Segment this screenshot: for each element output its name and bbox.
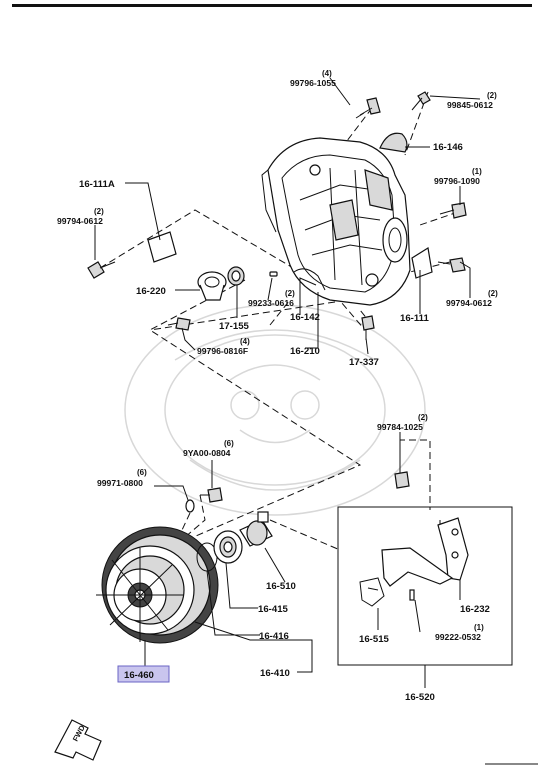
part-number: 16-415 (258, 604, 289, 615)
part-number: 16-146 (433, 142, 463, 153)
part-number: 16-210 (290, 346, 320, 357)
bolt-99845-0612 (411, 91, 431, 111)
qty-label: (2) (94, 207, 104, 216)
plate-16-111A (147, 231, 177, 263)
seal-17-155 (227, 266, 245, 286)
part-number: 16-416 (259, 631, 289, 642)
callout-99796-0816F: (4) 99796-0816F (197, 337, 250, 356)
watermark-crest (124, 304, 426, 516)
pin-99233-0616 (269, 271, 278, 277)
spring-16-515 (359, 577, 385, 607)
callout-99845-0612: (2) 99845-0612 (447, 91, 497, 110)
part-number: 99971-0800 (97, 478, 143, 488)
part-number: 99796-0816F (197, 346, 248, 356)
part-number: 16-142 (290, 312, 320, 323)
pin-99222-0532 (409, 589, 415, 601)
part-number: 99796-1055 (290, 78, 336, 88)
qty-label: (4) (322, 69, 332, 78)
clutch-housing (261, 137, 411, 306)
callout-16-415: 16-415 (258, 604, 289, 615)
part-number: 16-460 (124, 670, 154, 681)
cylinder-16-510 (239, 511, 273, 547)
spring-16-142 (293, 268, 326, 291)
bolt-99796-0816F (167, 317, 191, 331)
qty-label: (1) (474, 623, 484, 632)
bolt-17-337 (361, 315, 375, 340)
cover-16-146 (379, 132, 408, 153)
callout-16-520: 16-520 (405, 692, 435, 703)
release-fork (381, 547, 454, 587)
forward-arrow-icon: FWD (54, 719, 102, 761)
part-number: 99233-0616 (248, 298, 294, 308)
sleeve-16-220 (197, 271, 227, 301)
callout-16-220: 16-220 (136, 286, 166, 297)
callout-16-210: 16-210 (290, 346, 320, 357)
part-number: 17-155 (219, 321, 250, 332)
callout-16-111: 16-111 (400, 313, 429, 324)
part-number: 16-220 (136, 286, 166, 297)
qty-label: (2) (285, 289, 295, 298)
bearing-16-415 (213, 530, 243, 564)
qty-label: (6) (224, 439, 234, 448)
callout-16-146: 16-146 (433, 142, 463, 153)
leader-lines (94, 77, 481, 688)
qty-label: (1) (472, 167, 482, 176)
qty-label: (2) (418, 413, 428, 422)
bolt-99796-1090 (439, 202, 467, 219)
callout-99794-0612-left: (2) 99794-0612 (57, 207, 104, 226)
part-number: 16-111 (400, 313, 429, 324)
callout-17-337: 17-337 (349, 357, 379, 368)
callout-17-155: 17-155 (219, 321, 250, 332)
clutch-disc-16-460 (96, 526, 219, 644)
callout-99796-1090: (1) 99796-1090 (434, 167, 482, 186)
part-number: 99784-1025 (377, 422, 423, 432)
callout-99222-0532: (1) 99222-0532 (435, 623, 484, 642)
qty-label: (2) (487, 91, 497, 100)
part-number: 16-520 (405, 692, 435, 703)
callout-99971-0800: (6) 99971-0800 (97, 468, 147, 488)
callout-16-460: 16-460 (117, 665, 170, 683)
callout-16-416: 16-416 (259, 631, 289, 642)
washer-99971-0800 (185, 499, 195, 513)
callout-16-515: 16-515 (359, 634, 390, 645)
part-number: 99796-1090 (434, 176, 480, 186)
highlight-box (117, 665, 170, 683)
top-rule (12, 4, 532, 7)
qty-label: (4) (240, 337, 250, 346)
bolt-99784-1025 (394, 471, 410, 489)
part-number: 16-111A (79, 179, 115, 190)
qty-label: (2) (488, 289, 498, 298)
callout-99784-1025: (2) 99784-1025 (377, 413, 428, 432)
part-number: 9YA00-0804 (183, 448, 231, 458)
bolt-9YA00-0804 (200, 487, 223, 503)
part-number: 16-510 (266, 581, 296, 592)
callout-99233-0616: (2) 99233-0616 (248, 289, 295, 308)
part-number: 16-232 (460, 604, 490, 615)
bolt-left-99794-0612 (87, 261, 116, 279)
callout-16-232: 16-232 (460, 604, 490, 615)
plate-16-111 (411, 247, 433, 279)
callout-99794-0612-right: (2) 99794-0612 (446, 289, 498, 308)
callout-16-111A: 16-111A (79, 179, 115, 190)
part-number: 16-515 (359, 634, 390, 645)
part-number: 16-410 (260, 668, 290, 679)
qty-label: (6) (137, 468, 147, 477)
part-number: 99222-0532 (435, 632, 481, 642)
callout-99796-1055: (4) 99796-1055 (290, 69, 336, 88)
callout-16-142: 16-142 (290, 312, 320, 323)
callout-16-510: 16-510 (266, 581, 296, 592)
part-number: 99845-0612 (447, 100, 493, 110)
part-number: 99794-0612 (446, 298, 492, 308)
bolt-right-99794-0612 (437, 257, 466, 273)
bolt-99796-1055 (355, 97, 381, 119)
callout-16-410: 16-410 (260, 668, 290, 679)
callout-9YA00-0804: (6) 9YA00-0804 (183, 439, 234, 458)
part-number: 17-337 (349, 357, 379, 368)
bracket-16-232 (437, 517, 469, 581)
part-number: 99794-0612 (57, 216, 103, 226)
